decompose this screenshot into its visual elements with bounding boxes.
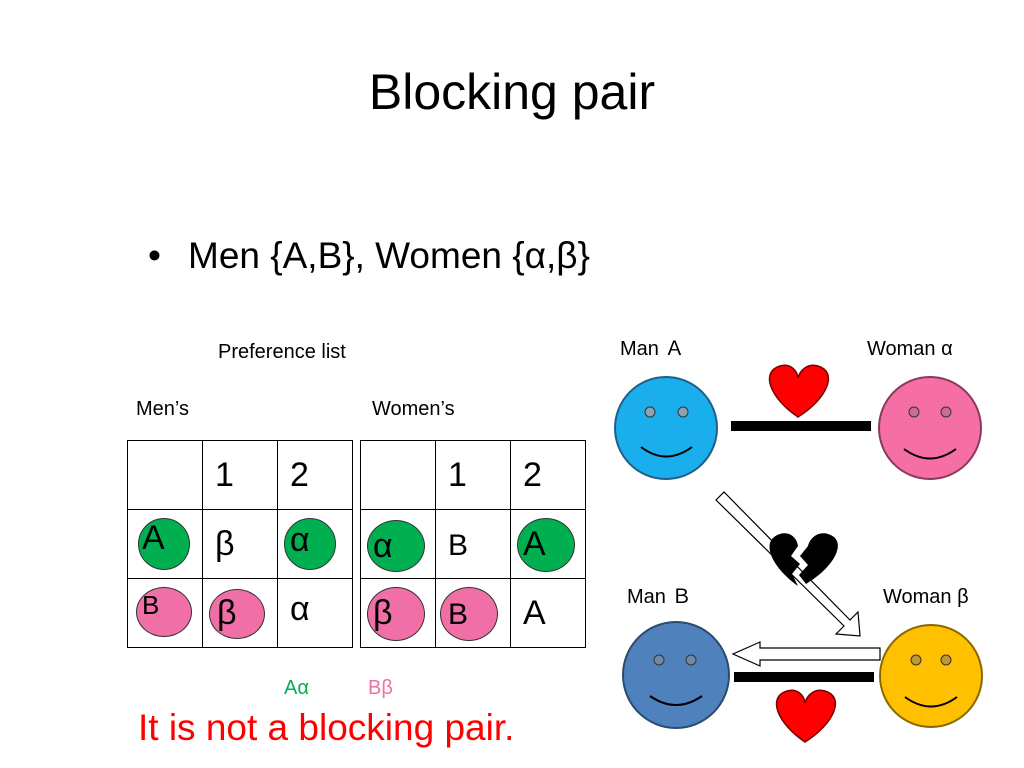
match-highlight-circle bbox=[284, 518, 336, 570]
broken-heart-icon bbox=[769, 533, 838, 586]
legend-pair-a: Aα bbox=[284, 677, 309, 699]
man-b-label: Man Ｂ bbox=[627, 586, 692, 608]
man-a-label: Man Ａ bbox=[620, 338, 685, 360]
table-cell: 2 bbox=[277, 440, 353, 510]
womens-preference-table: 1 2 α B A β B A bbox=[360, 440, 586, 648]
table-row: α B A bbox=[360, 509, 586, 579]
bullet-item: • Men {A,B}, Women {α,β} bbox=[148, 234, 590, 278]
verdict-text: It is not a blocking pair. bbox=[138, 707, 515, 748]
heart-icon bbox=[768, 364, 829, 418]
table-cell: α bbox=[277, 509, 353, 579]
woman-beta-label: Woman β bbox=[883, 586, 969, 608]
table-header-row: 1 2 bbox=[360, 440, 586, 510]
mens-table-title: Men’s bbox=[136, 398, 189, 420]
match-highlight-circle bbox=[517, 518, 575, 572]
table-cell: A bbox=[127, 509, 203, 579]
man-b-face-icon bbox=[622, 621, 730, 729]
table-cell: A bbox=[510, 578, 586, 648]
table-cell: A bbox=[510, 509, 586, 579]
slide-title: Blocking pair bbox=[368, 64, 656, 120]
table-cell: β bbox=[202, 578, 278, 648]
bond-bar bbox=[734, 672, 874, 682]
man-a-face-icon bbox=[614, 376, 718, 480]
table-cell bbox=[360, 440, 436, 510]
table-cell: B bbox=[435, 578, 511, 648]
table-cell: α bbox=[277, 578, 353, 648]
table-cell: β bbox=[202, 509, 278, 579]
preference-list-title: Preference list bbox=[218, 341, 346, 363]
match-highlight-circle bbox=[209, 589, 265, 639]
heart-icon bbox=[775, 689, 836, 743]
left-arrow-icon bbox=[731, 641, 881, 667]
womens-table-title: Women’s bbox=[372, 398, 455, 420]
match-highlight-circle bbox=[440, 587, 498, 641]
woman-alpha-label: Woman α bbox=[867, 338, 953, 360]
table-header-row: 1 2 bbox=[127, 440, 353, 510]
woman-alpha-face-icon bbox=[878, 376, 982, 480]
table-row: β B A bbox=[360, 578, 586, 648]
table-cell: β bbox=[360, 578, 436, 648]
match-highlight-circle bbox=[367, 587, 425, 641]
bullet-text: Men {A,B}, Women {α,β} bbox=[188, 235, 590, 276]
match-highlight-circle bbox=[367, 520, 425, 572]
table-row: A β α bbox=[127, 509, 353, 579]
bullet-marker: • bbox=[148, 235, 161, 276]
table-cell: B bbox=[127, 578, 203, 648]
bond-bar bbox=[731, 421, 871, 431]
table-row: B β α bbox=[127, 578, 353, 648]
match-highlight-circle bbox=[138, 518, 190, 570]
mens-preference-table: 1 2 A β α B β α bbox=[127, 440, 353, 648]
legend-pair-b: Bβ bbox=[368, 677, 393, 699]
table-cell: α bbox=[360, 509, 436, 579]
woman-beta-face-icon bbox=[879, 624, 983, 728]
match-highlight-circle bbox=[136, 587, 192, 637]
table-cell: 2 bbox=[510, 440, 586, 510]
